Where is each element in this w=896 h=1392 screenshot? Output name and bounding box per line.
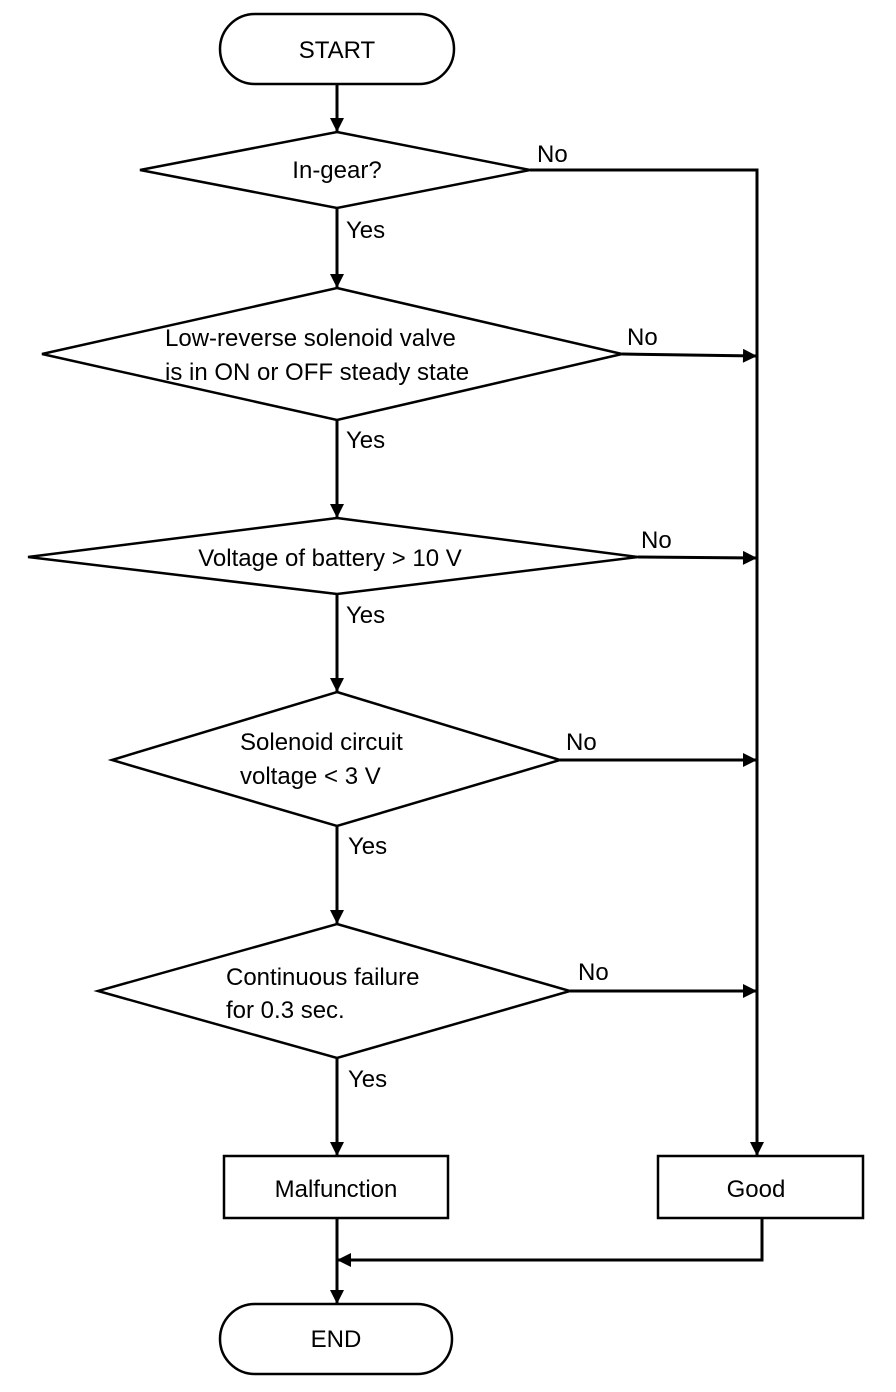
yes-label: Yes <box>346 217 385 244</box>
decision-label-line-2: voltage < 3 V <box>240 763 381 790</box>
malfunction-box: Malfunction <box>222 1154 450 1220</box>
decision-battery-voltage: Voltage of battery > 10 V <box>27 516 639 596</box>
start-label: START <box>299 37 376 64</box>
no-label: No <box>578 959 609 986</box>
yes-label: Yes <box>346 602 385 629</box>
no-label: No <box>627 324 658 351</box>
no-branch-d1 <box>530 168 764 1156</box>
yes-label: Yes <box>346 427 385 454</box>
decision-solenoid-circuit-voltage: Solenoid circuit voltage < 3 V <box>107 690 565 828</box>
decision-in-gear: In-gear? <box>139 130 531 210</box>
decision-continuous-failure: Continuous failure for 0.3 sec. <box>93 922 575 1060</box>
no-branch-d2 <box>621 348 758 363</box>
good-box: Good <box>656 1154 865 1220</box>
decision-label-line-2: is in ON or OFF steady state <box>165 359 469 386</box>
good-label: Good <box>727 1176 786 1203</box>
yes-label: Yes <box>348 1066 387 1093</box>
decision-label-line-1: Continuous failure <box>226 964 419 991</box>
malfunction-label: Malfunction <box>275 1176 398 1203</box>
end-label: END <box>311 1326 362 1353</box>
no-label: No <box>566 729 597 756</box>
decision-label-line-1: Low-reverse solenoid valve <box>165 325 456 352</box>
decision-label-line-1: Solenoid circuit <box>240 729 403 756</box>
decision-label: Voltage of battery > 10 V <box>198 545 462 572</box>
no-label: No <box>537 141 568 168</box>
decision-solenoid-steady-state: Low-reverse solenoid valve is in ON or O… <box>41 286 623 422</box>
yes-label: Yes <box>348 833 387 860</box>
decision-label-line-2: for 0.3 sec. <box>226 997 345 1024</box>
connector-good-to-end <box>337 1218 764 1267</box>
no-branch-d3 <box>637 550 758 565</box>
decision-label: In-gear? <box>292 157 381 184</box>
no-label: No <box>641 527 672 554</box>
start-terminal: START <box>218 12 456 86</box>
end-terminal: END <box>218 1302 454 1376</box>
